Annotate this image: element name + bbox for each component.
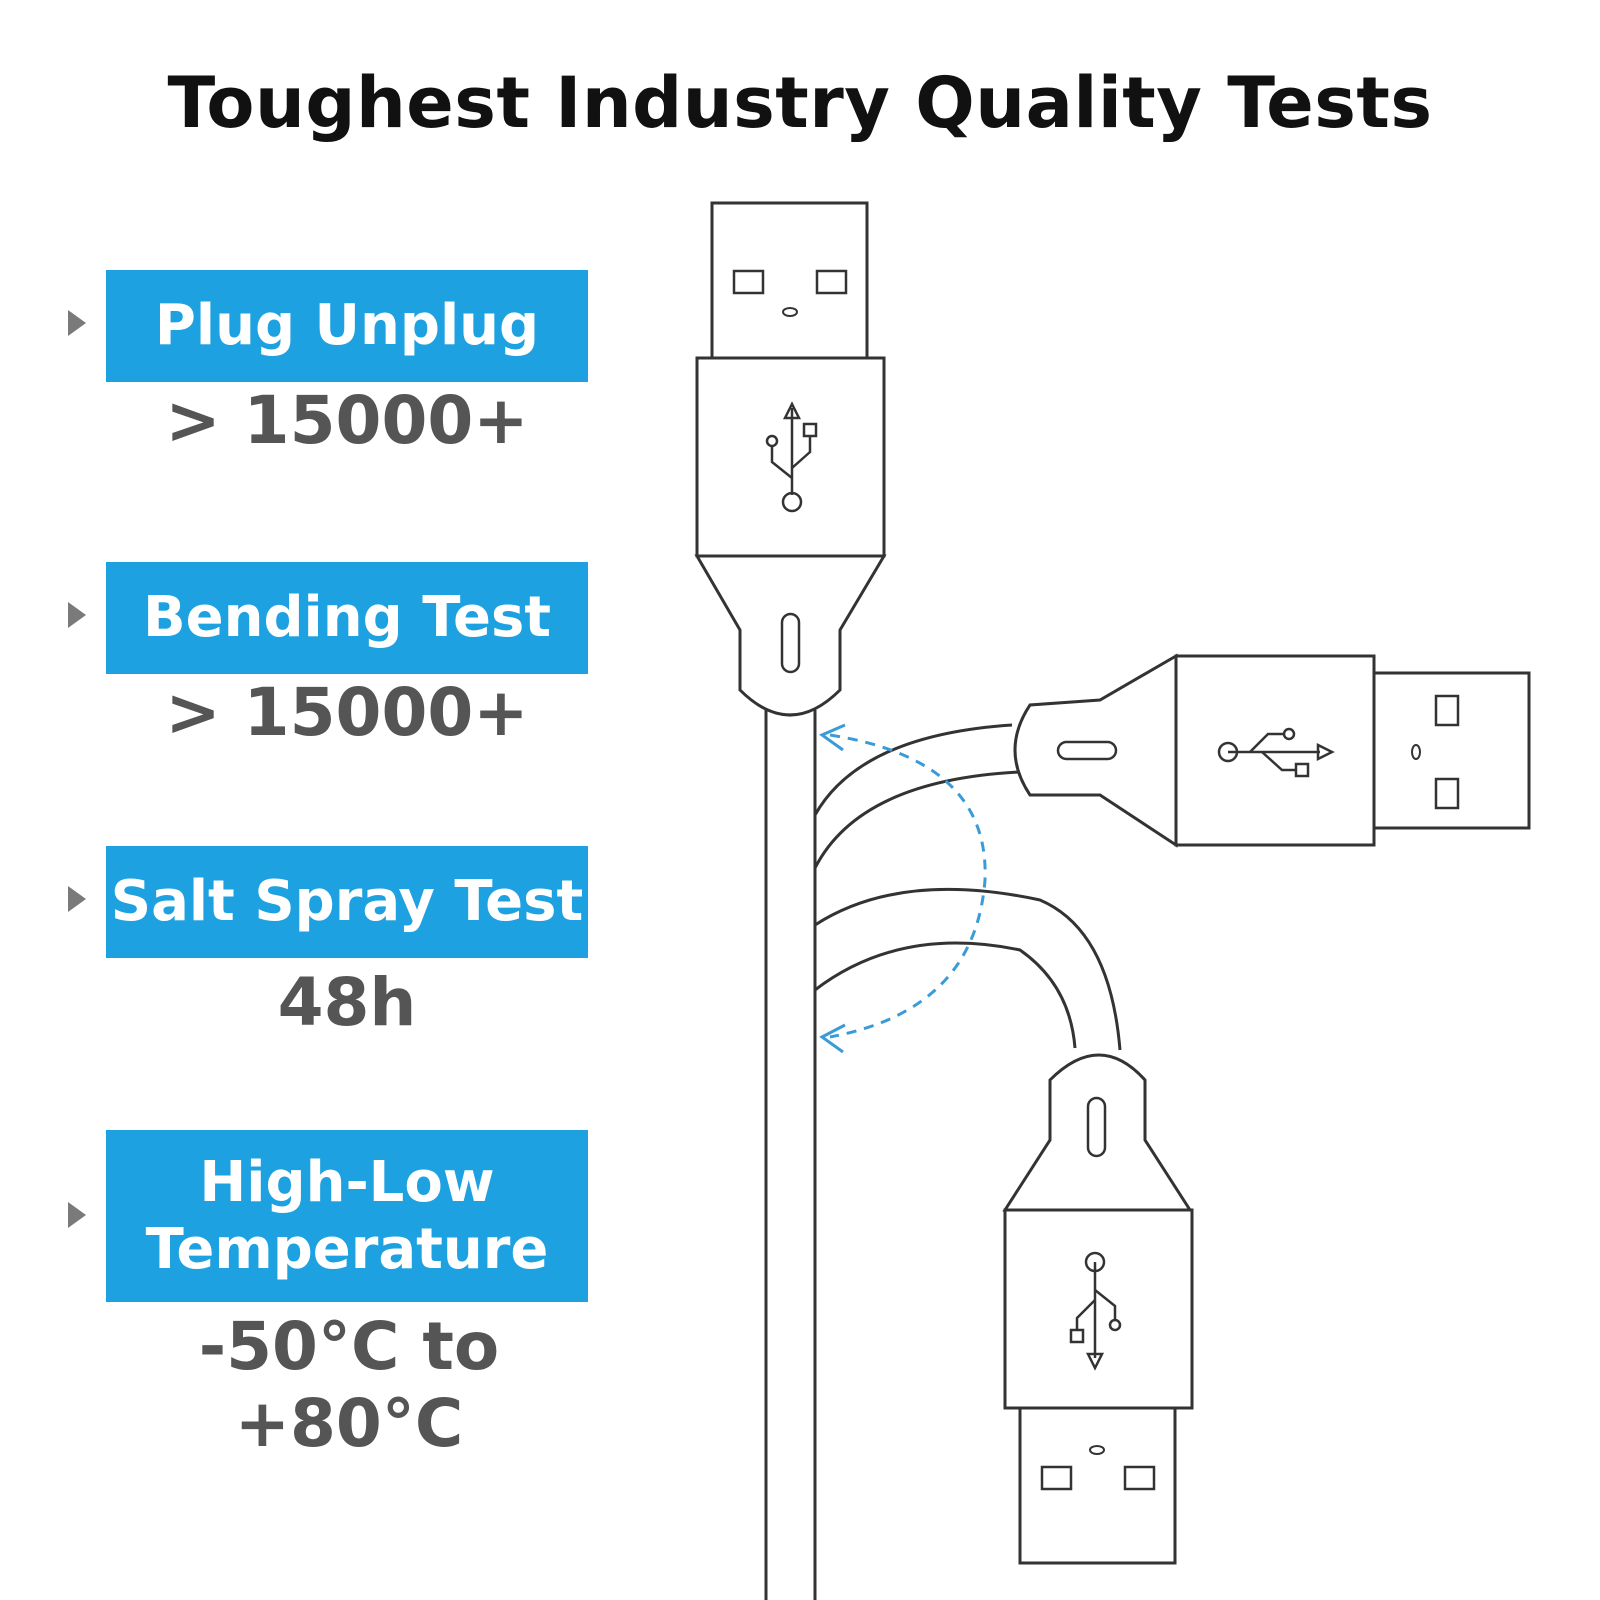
test-item-high-low-temperature: High-Low Temperature -50°C to +80°C bbox=[68, 1130, 588, 1462]
test-item-bending: Bending Test > 15000+ bbox=[68, 562, 588, 762]
main-cable bbox=[764, 710, 817, 1600]
test-value: -50°C to +80°C bbox=[198, 1308, 500, 1462]
test-label: Bending Test bbox=[106, 562, 588, 674]
dashed-arrow-heads bbox=[818, 723, 846, 1054]
triangle-bullet-icon bbox=[68, 602, 86, 628]
test-item-plug-unplug: Plug Unplug > 15000+ bbox=[68, 270, 588, 470]
triangle-bullet-icon bbox=[68, 310, 86, 336]
test-label-line-1: High-Low bbox=[199, 1149, 495, 1215]
usb-symbol-icon bbox=[765, 401, 818, 513]
test-value: > 15000+ bbox=[165, 382, 529, 459]
test-label-line-2: Temperature bbox=[145, 1217, 549, 1282]
dashed-curved-arrow-icon bbox=[829, 733, 987, 1039]
page-title: Toughest Industry Quality Tests bbox=[167, 62, 1433, 144]
right-usb-connector bbox=[1013, 653, 1531, 848]
test-label: Salt Spray Test bbox=[106, 846, 588, 958]
usb-symbol-icon bbox=[1217, 727, 1335, 778]
test-value: 48h bbox=[277, 964, 417, 1041]
bent-cable-curves bbox=[813, 723, 1122, 1051]
test-value: > 15000+ bbox=[165, 674, 529, 751]
bottom-usb-connector bbox=[1002, 1053, 1194, 1565]
test-label: Plug Unplug bbox=[106, 270, 588, 382]
test-label: High-Low Temperature bbox=[106, 1130, 588, 1302]
triangle-bullet-icon bbox=[68, 1202, 86, 1228]
top-usb-connector bbox=[694, 201, 887, 717]
usb-symbol-icon bbox=[1069, 1251, 1122, 1371]
test-item-salt-spray: Salt Spray Test 48h bbox=[68, 846, 588, 1046]
triangle-bullet-icon bbox=[68, 886, 86, 912]
